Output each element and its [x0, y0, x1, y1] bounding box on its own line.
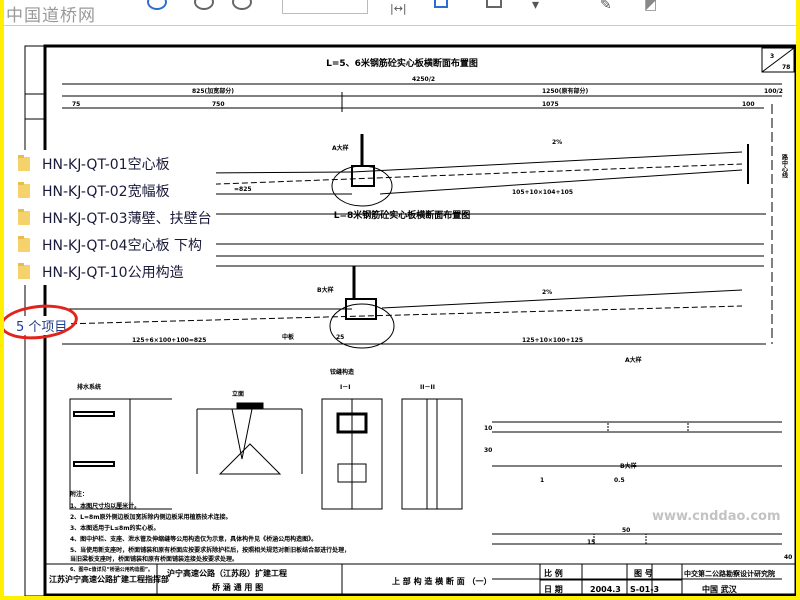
- fit-page-icon[interactable]: [434, 0, 448, 8]
- slope-2: 2%: [542, 289, 552, 296]
- notes-title: 附注：: [70, 490, 88, 498]
- detail-drain-title: 排水系统: [77, 383, 101, 391]
- tb-institute: 中交第二公路勘察设计研究院: [684, 569, 775, 578]
- dim-30: 30: [484, 447, 492, 454]
- fit-width-icon[interactable]: |↔|: [390, 2, 407, 15]
- detail-a-title: A大样: [625, 356, 642, 364]
- page-number: 3: [770, 53, 774, 60]
- folder-item[interactable]: HN-KJ-QT-04空心板 下构: [18, 231, 216, 258]
- viewer-toolbar: 中国道桥网 |↔| ▾ ✎ ◩: [4, 0, 796, 26]
- page-input[interactable]: [282, 0, 368, 14]
- folder-item[interactable]: HN-KJ-QT-02宽幅板: [18, 177, 216, 204]
- tb-city: 中国 武汉: [702, 584, 738, 594]
- tb-project-sub: 桥 涵 通 用 图: [212, 582, 263, 592]
- tb-date: 2004.3: [590, 585, 621, 594]
- note: 1、本图尺寸均以厘米计。: [70, 502, 140, 510]
- folder-icon: [18, 181, 30, 198]
- folder-name: HN-KJ-QT-04空心板 下构: [42, 237, 203, 254]
- folder-icon: [18, 208, 30, 225]
- note: 6、图中c值详见“桥涵公用构造图”。: [70, 566, 153, 573]
- dim-100-2: 100/2: [764, 88, 783, 95]
- label-centerline: 路中心线: [781, 153, 788, 179]
- tb-project: 沪宁高速公路（江苏段）扩建工程: [167, 568, 287, 578]
- section-1-label: I－I: [340, 384, 350, 391]
- folder-item[interactable]: HN-KJ-QT-10公用构造: [18, 258, 216, 285]
- label-b-joint: B大样: [317, 286, 334, 294]
- annotate-icon[interactable]: ✎: [600, 0, 612, 13]
- eraser-icon[interactable]: ◩: [644, 0, 658, 13]
- dim-75: 75: [72, 101, 80, 108]
- folder-name: HN-KJ-QT-03薄壁、扶壁台: [42, 210, 212, 227]
- dim-sum1: =825: [234, 186, 252, 193]
- note: 4、图中护栏、支座、泄水管及伸缩缝等公用构造仅为示意，具体构件见《桥涵公用构造图…: [70, 535, 317, 543]
- rotate-right-icon[interactable]: [232, 0, 252, 10]
- page-total: 78: [782, 64, 790, 71]
- rotate-left-icon[interactable]: [194, 0, 214, 10]
- tb-org: 江苏沪宁高速公路扩建工程指挥部: [49, 574, 169, 584]
- note: 5、当使用新支座时，桥面铺装和原有桥面应按要求拆除护栏后，按照相关规范对新旧板结…: [70, 546, 350, 554]
- tb-scale-label: 比 例: [544, 568, 563, 578]
- tb-drawing-name: 上 部 构 造 横 断 面 （一）: [392, 576, 492, 586]
- engineering-drawing: L=5、6米钢筋砼实心板横断面布置图 L=8米钢筋砼实心板横断面布置图 3 78…: [22, 44, 796, 596]
- dim-sum3: 125+6×100+100=825: [132, 337, 206, 344]
- note: 当旧梁板支座时，桥面铺装和原有桥面铺装连接处按要求处理。: [70, 555, 238, 563]
- folder-item[interactable]: HN-KJ-QT-03薄壁、扶壁台: [18, 204, 216, 231]
- folder-icon: [18, 154, 30, 171]
- dim-widen: 825(加宽部分): [192, 87, 234, 95]
- dim-15: 15: [587, 539, 595, 546]
- dim-40: 40: [784, 554, 792, 561]
- dim-10: 10: [484, 425, 492, 432]
- folder-item[interactable]: HN-KJ-QT-01空心板: [18, 150, 216, 177]
- folder-name: HN-KJ-QT-10公用构造: [42, 264, 184, 281]
- dim-old: 1250(原有部分): [542, 87, 588, 95]
- tb-no-label: 图 号: [634, 569, 653, 578]
- folder-name: HN-KJ-QT-01空心板: [42, 156, 170, 173]
- folder-name: HN-KJ-QT-02宽幅板: [42, 183, 170, 200]
- download-icon[interactable]: ▾: [532, 0, 540, 13]
- fullscreen-icon[interactable]: [486, 0, 502, 8]
- folder-icon: [18, 262, 30, 279]
- dim-25: 25: [336, 334, 344, 341]
- item-count: 5 个项目: [12, 316, 72, 335]
- section-title-1: L=5、6米钢筋砼实心板横断面布置图: [326, 57, 478, 69]
- screen: 中国道桥网 |↔| ▾ ✎ ◩: [4, 0, 796, 596]
- dim-sum2: 105+10×104+105: [512, 189, 573, 196]
- detail-elev-title: 立面: [232, 390, 244, 398]
- note: 2、L=8m原外侧边板加宽拆除内侧边板采用植筋技术连接。: [70, 513, 231, 521]
- dim-50: 50: [622, 527, 630, 534]
- section-title-2: L=8米钢筋砼实心板横断面布置图: [334, 209, 471, 221]
- drawing-canvas: L=5、6米钢筋砼实心板横断面布置图 L=8米钢筋砼实心板横断面布置图 3 78…: [24, 44, 796, 596]
- dim-1: 1: [540, 477, 544, 484]
- detail-joint-title: 铰缝构造: [330, 368, 354, 376]
- label-side-board: 中板: [282, 333, 295, 341]
- zoom-in-icon[interactable]: [147, 0, 167, 10]
- tb-date-label: 日 期: [544, 584, 563, 594]
- folder-list: HN-KJ-QT-01空心板 HN-KJ-QT-02宽幅板 HN-KJ-QT-0…: [18, 150, 216, 285]
- detail-b-title: B大样: [620, 462, 637, 470]
- folder-icon: [18, 235, 30, 252]
- tb-no: S-01-3: [630, 585, 659, 594]
- label-a-joint: A大样: [332, 144, 349, 152]
- dim-05: 0.5: [614, 477, 625, 484]
- dim-750: 750: [212, 101, 225, 108]
- watermark-logo: 中国道桥网: [6, 6, 96, 26]
- dim-100: 100: [742, 101, 755, 108]
- slope-1: 2%: [552, 139, 562, 146]
- dim-sum4: 125+10×100+125: [522, 337, 583, 344]
- dim-total: 4250/2: [412, 76, 435, 83]
- dim-1075: 1075: [542, 101, 559, 108]
- watermark-url: www.cnddao.com: [652, 509, 781, 524]
- note: 3、本图适用于L≤8m的实心板。: [70, 524, 159, 532]
- section-2-label: II－II: [420, 384, 435, 391]
